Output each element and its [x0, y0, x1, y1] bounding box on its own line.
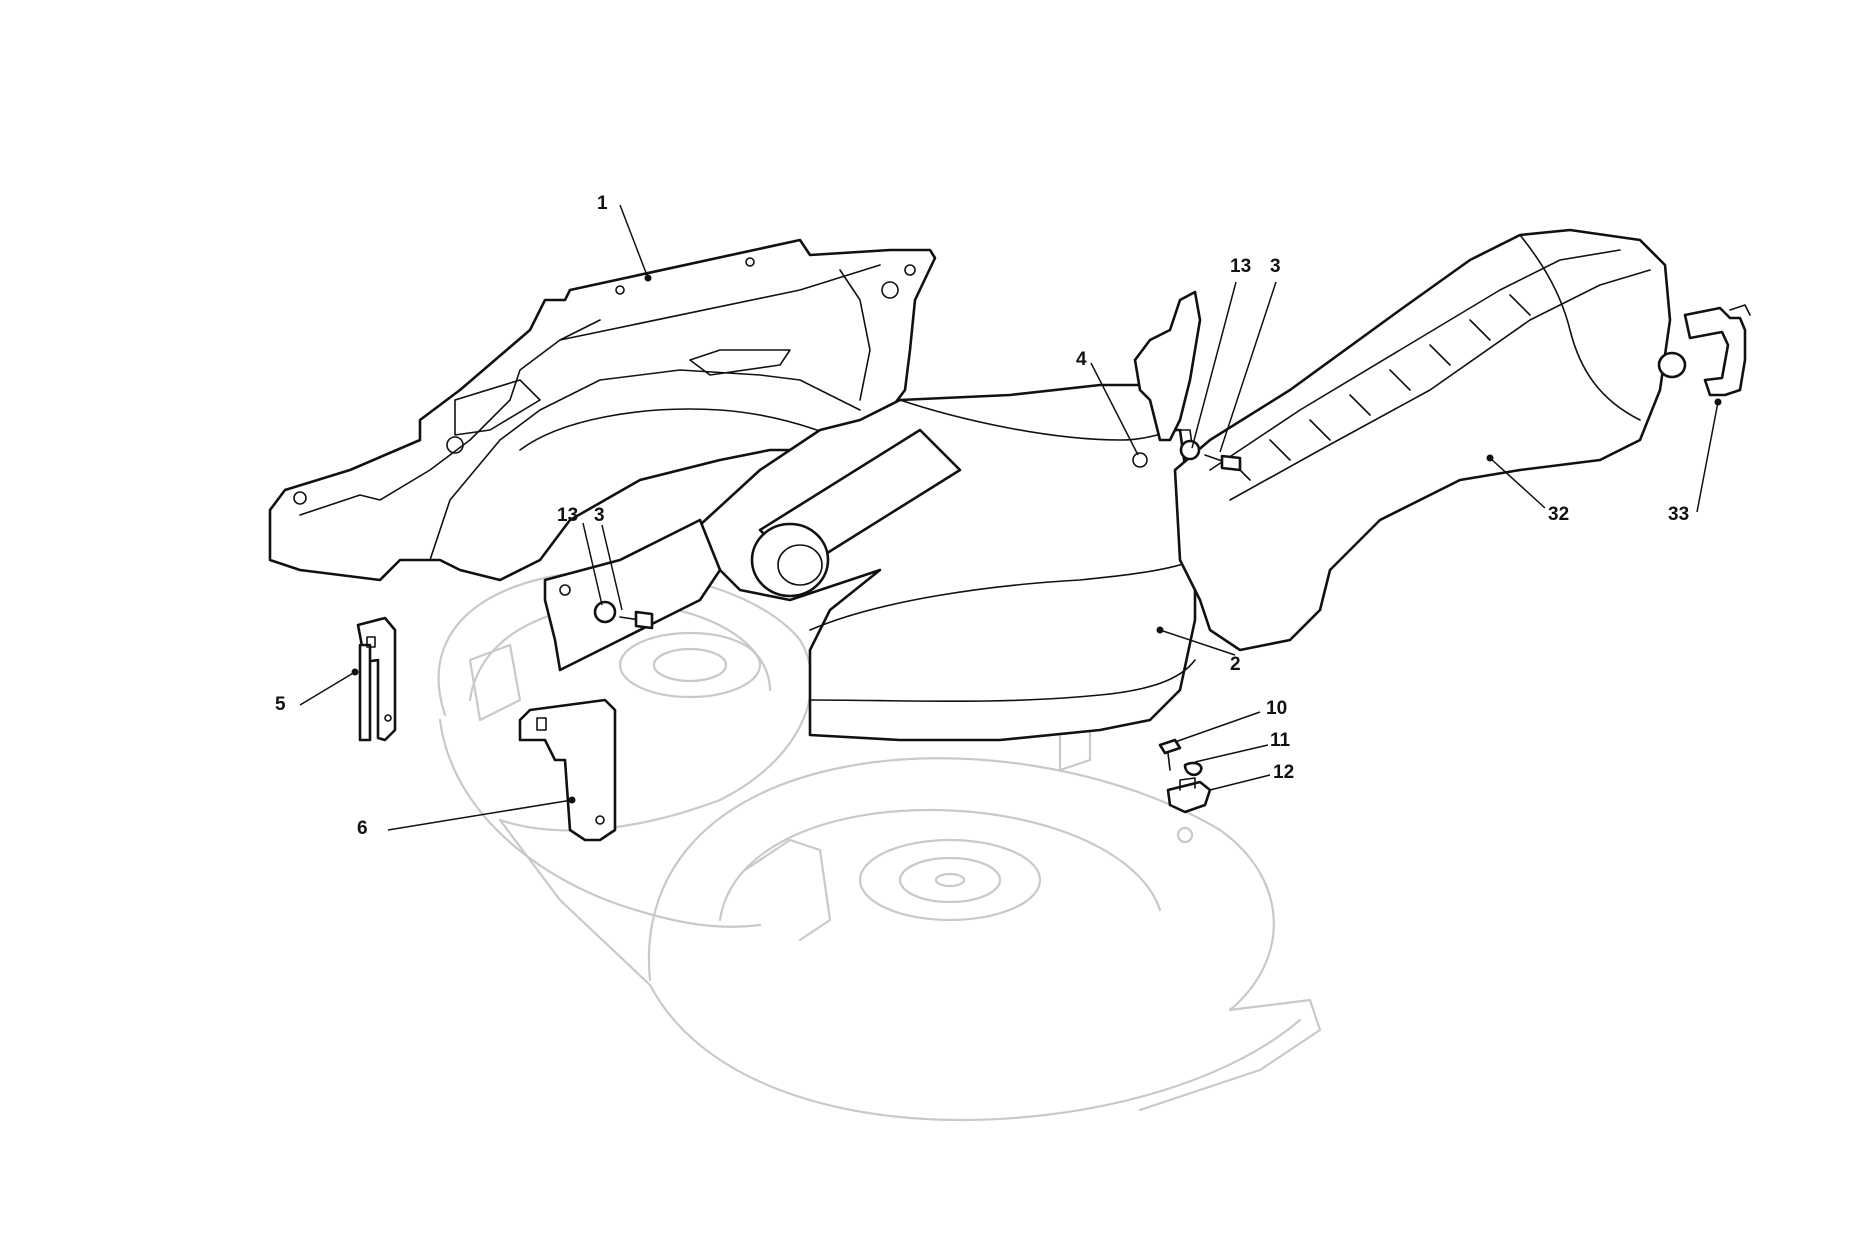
part-6-l-bracket — [518, 698, 617, 842]
callout-32: 32 — [1548, 504, 1569, 525]
mower-deck-ghost — [437, 570, 1322, 1122]
left-clamp-plate — [543, 518, 722, 672]
callout-11: 11 — [1270, 730, 1291, 751]
part-1-chute-housing — [268, 238, 937, 582]
callout-5: 5 — [275, 694, 286, 715]
callout-13-left: 13 — [557, 505, 578, 526]
hardware-right-screw — [1179, 439, 1242, 472]
part-4-bracket — [1132, 290, 1202, 468]
callout-6: 6 — [357, 818, 368, 839]
hardware-10-11-12 — [1158, 738, 1212, 814]
callout-3-left: 3 — [594, 505, 605, 526]
part-33-hook-bracket — [1683, 304, 1751, 397]
callout-3-right: 3 — [1270, 256, 1281, 277]
leader-lines — [299, 204, 1722, 831]
callout-2: 2 — [1230, 654, 1241, 675]
part-5-small-bracket — [356, 616, 397, 742]
callout-1: 1 — [597, 193, 608, 214]
callout-4: 4 — [1076, 349, 1087, 370]
part-2-chute-cowl — [698, 383, 1206, 742]
callout-10: 10 — [1266, 698, 1287, 719]
callout-33: 33 — [1668, 504, 1689, 525]
callout-13-right: 13 — [1230, 256, 1251, 277]
part-32-discharge-tube — [1173, 228, 1687, 652]
callout-12: 12 — [1273, 762, 1294, 783]
